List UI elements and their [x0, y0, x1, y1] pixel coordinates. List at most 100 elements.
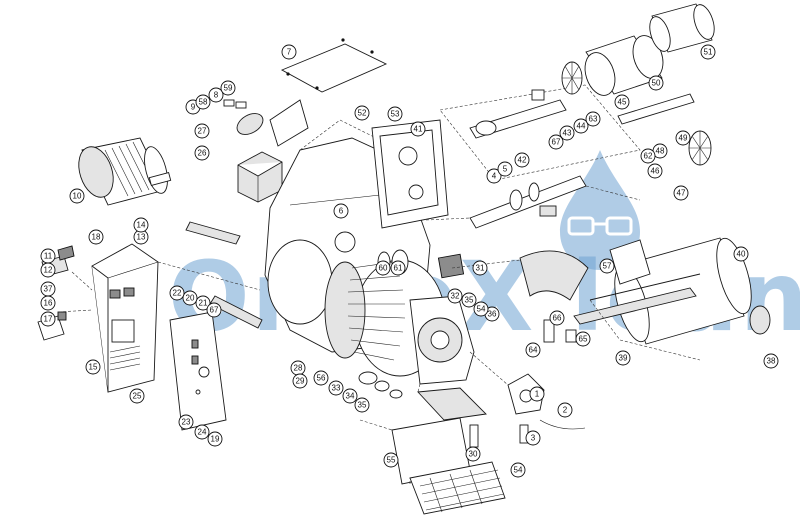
callout-circle [525, 430, 541, 446]
callout-label: 40 [737, 250, 746, 259]
callout-circle [313, 370, 329, 386]
callout-20: 20 [182, 290, 198, 306]
air-tube-part [584, 35, 664, 96]
callout-27: 27 [194, 123, 210, 139]
callout-circle [614, 94, 630, 110]
callout-label: 48 [656, 147, 665, 156]
callout-53: 53 [387, 106, 403, 122]
callout-circle [194, 424, 210, 440]
mounting-bracket-part [185, 221, 263, 329]
callout-52: 52 [354, 105, 370, 121]
callout-label: 62 [644, 152, 653, 161]
callout-circle [194, 123, 210, 139]
callout-35: 35 [461, 292, 477, 308]
callout-label: 46 [651, 167, 660, 176]
callout-circle [195, 295, 211, 311]
callout-label: 42 [518, 156, 527, 165]
callout-33: 33 [328, 380, 344, 396]
callout-circle [207, 431, 223, 447]
shutter-part [519, 250, 589, 343]
callout-30: 30 [465, 446, 481, 462]
callout-18: 18 [88, 229, 104, 245]
callout-label: 2 [563, 406, 568, 415]
callout-circle [410, 121, 426, 137]
callout-label: 12 [44, 266, 53, 275]
callout-label: 55 [387, 456, 396, 465]
stabilizer-disc-part [561, 61, 583, 95]
callout-circle [194, 145, 210, 161]
flange-gasket-part [417, 387, 529, 448]
callout-label: 7 [287, 48, 292, 57]
callout-5: 5 [497, 161, 513, 177]
callout-54: 54 [510, 462, 526, 478]
relay-part [437, 253, 465, 279]
callout-label: 10 [73, 192, 82, 201]
callout-43: 43 [559, 125, 575, 141]
callout-67: 67 [206, 302, 222, 318]
callout-label: 21 [199, 299, 208, 308]
callout-label: 61 [394, 264, 403, 273]
callout-42: 42 [514, 152, 530, 168]
callout-circle [383, 452, 399, 468]
callout-circle [575, 331, 591, 347]
water-drop-icon [560, 150, 640, 270]
control-box-part [91, 243, 159, 393]
callout-label: 57 [603, 262, 612, 271]
flange-ring-part [609, 239, 651, 285]
callout-label: 27 [198, 127, 207, 136]
callout-label: 35 [465, 296, 474, 305]
callout-10: 10 [69, 188, 85, 204]
callout-circle [182, 290, 198, 306]
callout-label: 26 [198, 149, 207, 158]
callout-label: 23 [182, 418, 191, 427]
callout-label: 63 [589, 115, 598, 124]
callout-4: 4 [486, 168, 502, 184]
callout-circle [69, 188, 85, 204]
callout-circle [375, 260, 391, 276]
callout-29: 29 [292, 373, 308, 389]
callout-19: 19 [207, 431, 223, 447]
callout-49: 49 [675, 130, 691, 146]
callout-label: 19 [211, 435, 220, 444]
callout-circle [390, 260, 406, 276]
callout-circle [525, 342, 541, 358]
callout-label: 13 [137, 233, 146, 242]
callout-label: 34 [346, 392, 355, 401]
callout-17: 17 [40, 311, 56, 327]
callout-circle [465, 446, 481, 462]
callout-label: 60 [379, 264, 388, 273]
motor-part [78, 137, 172, 206]
callout-circle [333, 203, 349, 219]
callout-62: 62 [640, 148, 656, 164]
callout-circle [40, 262, 56, 278]
callout-label: 8 [214, 91, 219, 100]
callout-56: 56 [313, 370, 329, 386]
callout-circle [342, 388, 358, 404]
callout-circle [178, 414, 194, 430]
callout-circle [447, 288, 463, 304]
callout-label: 43 [563, 129, 572, 138]
callout-11: 11 [40, 248, 56, 264]
callout-31: 31 [472, 260, 488, 276]
callout-label: 17 [44, 315, 53, 324]
callout-32: 32 [447, 288, 463, 304]
callout-63: 63 [585, 111, 601, 127]
callout-label: 18 [92, 233, 101, 242]
callout-label: 37 [44, 285, 53, 294]
callout-label: 38 [767, 357, 776, 366]
callout-41: 41 [410, 121, 426, 137]
callout-40: 40 [733, 246, 749, 262]
callout-21: 21 [195, 295, 211, 311]
callout-label: 9 [191, 103, 196, 112]
callout-circle [573, 118, 589, 134]
callout-14: 14 [133, 217, 149, 233]
callout-label: 44 [577, 122, 586, 131]
callout-label: 16 [44, 299, 53, 308]
air-damper-part [223, 99, 309, 147]
callout-circle [88, 229, 104, 245]
callout-59: 59 [220, 80, 236, 96]
callout-label: 39 [619, 354, 628, 363]
callout-layer: 1234567891011121314151617181920212223242… [40, 44, 779, 478]
